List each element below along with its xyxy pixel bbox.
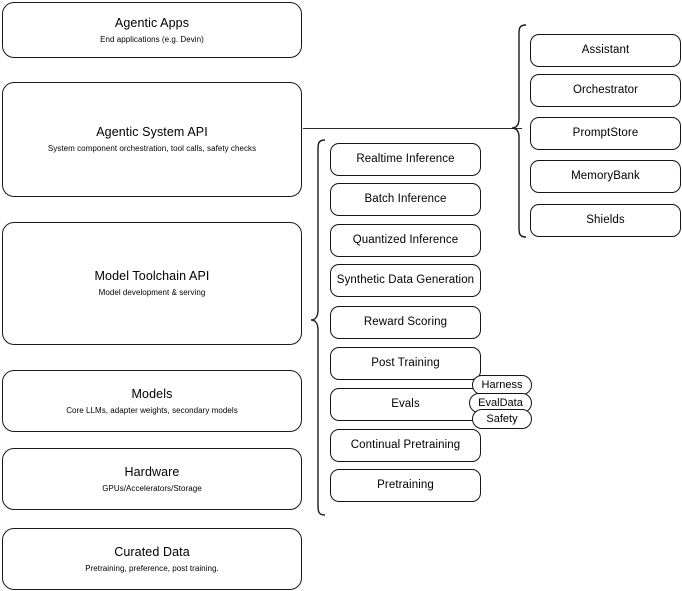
capability-quantized-inference[interactable]: Quantized Inference xyxy=(330,224,481,257)
layer-title: Agentic Apps xyxy=(114,15,190,30)
evals-pill-label: Harness xyxy=(481,378,523,391)
layer-agentic-system-api[interactable]: Agentic System API System component orch… xyxy=(2,82,302,197)
capability-post-training[interactable]: Post Training xyxy=(330,347,481,380)
layer-subtitle: Pretraining, preference, post training. xyxy=(85,563,219,573)
component-orchestrator[interactable]: Orchestrator xyxy=(530,74,681,107)
layer-curated-data[interactable]: Curated Data Pretraining, preference, po… xyxy=(2,528,302,590)
evals-pill-label: EvalData xyxy=(478,396,523,409)
evals-pill-harness[interactable]: Harness xyxy=(472,375,532,395)
capability-label: Continual Pretraining xyxy=(350,439,461,451)
capability-label: Synthetic Data Generation xyxy=(336,274,475,286)
capability-reward-scoring[interactable]: Reward Scoring xyxy=(330,306,481,339)
layer-subtitle: End applications (e.g. Devin) xyxy=(100,34,204,44)
component-promptstore[interactable]: PromptStore xyxy=(530,117,681,150)
layer-title: Agentic System API xyxy=(96,125,208,139)
brace-agentic-system-components xyxy=(511,24,527,240)
layer-subtitle: System component orchestration, tool cal… xyxy=(47,144,257,153)
evals-pill-safety[interactable]: Safety xyxy=(472,409,532,429)
layer-agentic-apps[interactable]: Agentic Apps End applications (e.g. Devi… xyxy=(2,2,302,58)
component-label: Orchestrator xyxy=(572,84,639,96)
component-label: PromptStore xyxy=(572,127,639,139)
layer-models[interactable]: Models Core LLMs, adapter weights, secon… xyxy=(2,370,302,432)
component-label: Assistant xyxy=(581,44,630,56)
capability-synthetic-data-generation[interactable]: Synthetic Data Generation xyxy=(330,264,481,297)
layer-hardware[interactable]: Hardware GPUs/Accelerators/Storage xyxy=(2,448,302,510)
component-label: MemoryBank xyxy=(571,170,640,182)
layer-model-toolchain-api[interactable]: Model Toolchain API Model development & … xyxy=(2,222,302,345)
component-label: Shields xyxy=(586,214,625,226)
layer-subtitle: Model development & serving xyxy=(98,288,206,297)
layer-title: Models xyxy=(131,386,173,401)
capability-continual-pretraining[interactable]: Continual Pretraining xyxy=(330,429,481,462)
capability-pretraining[interactable]: Pretraining xyxy=(330,469,481,502)
capability-label: Quantized Inference xyxy=(352,234,459,246)
brace-model-toolchain-capabilities xyxy=(310,139,326,517)
capability-realtime-inference[interactable]: Realtime Inference xyxy=(330,143,481,176)
capability-batch-inference[interactable]: Batch Inference xyxy=(330,183,481,216)
layer-subtitle: Core LLMs, adapter weights, secondary mo… xyxy=(66,405,238,415)
evals-pill-label: Safety xyxy=(486,412,518,425)
capability-label: Batch Inference xyxy=(364,193,447,205)
layer-subtitle: GPUs/Accelerators/Storage xyxy=(102,483,202,493)
layer-title: Model Toolchain API xyxy=(94,269,210,283)
capability-label: Pretraining xyxy=(377,479,434,491)
capability-label: Reward Scoring xyxy=(363,316,448,328)
component-memorybank[interactable]: MemoryBank xyxy=(530,160,681,193)
layer-title: Hardware xyxy=(124,464,180,479)
component-shields[interactable]: Shields xyxy=(530,204,681,237)
capability-label: Post Training xyxy=(371,357,440,369)
capability-label: Evals xyxy=(391,398,420,410)
layer-title: Curated Data xyxy=(114,544,190,559)
connector-agentic-system-api-to-components xyxy=(303,128,522,129)
capability-evals[interactable]: Evals xyxy=(330,388,481,421)
component-assistant[interactable]: Assistant xyxy=(530,34,681,67)
capability-label: Realtime Inference xyxy=(356,153,455,165)
